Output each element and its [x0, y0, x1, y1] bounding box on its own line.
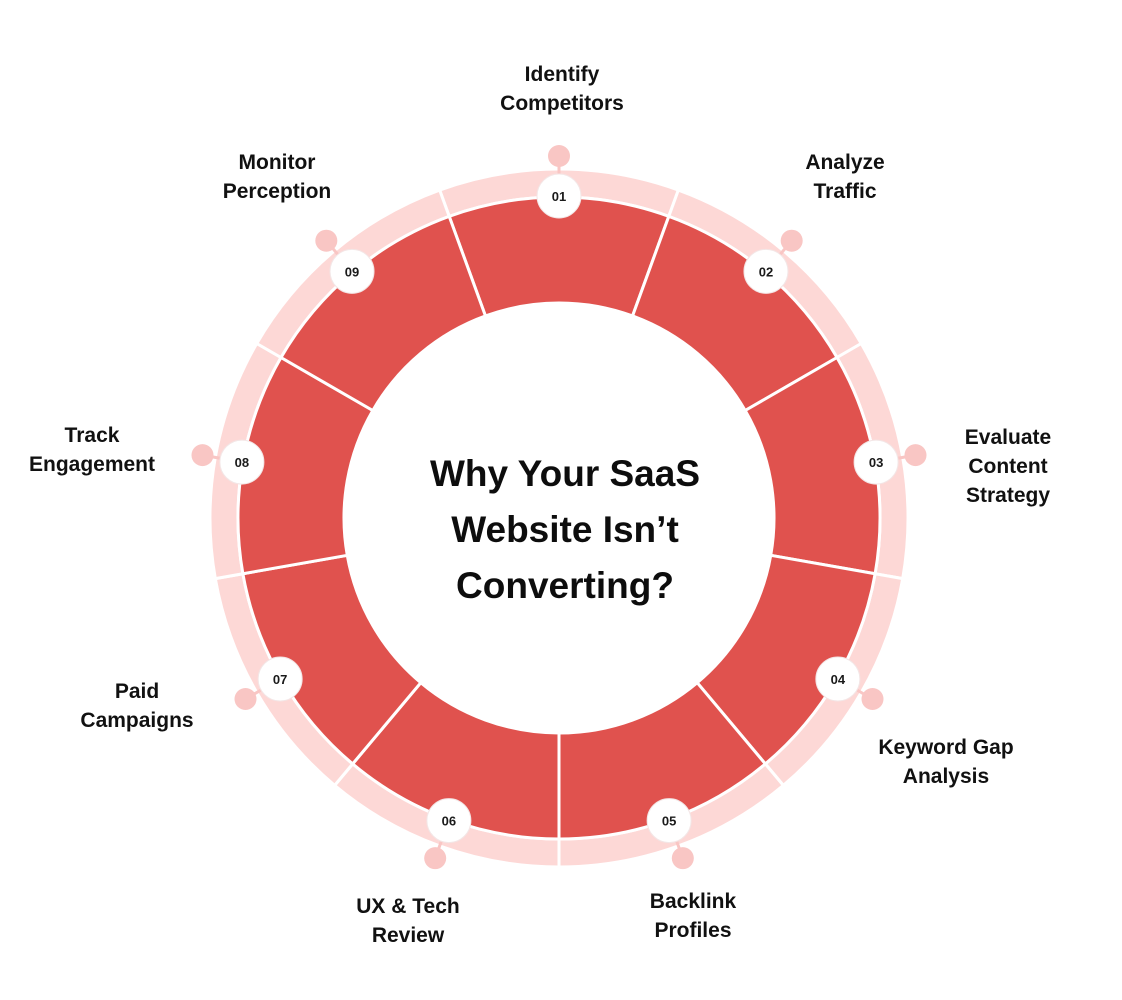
- step-badge-05: [646, 798, 692, 844]
- connector-dot-04: [861, 688, 884, 710]
- connector-dot-03: [904, 444, 927, 467]
- step-label-line: Review: [371, 924, 445, 947]
- step-label-line: Analysis: [902, 765, 990, 788]
- connector-dot-06: [424, 847, 447, 870]
- step-badge-09: [329, 248, 375, 294]
- connectors: [191, 145, 927, 870]
- connector-dot-05: [671, 847, 694, 870]
- step-label-line: Content: [968, 455, 1048, 478]
- connector-dot-01: [548, 145, 570, 167]
- step-number-08: 08: [235, 455, 249, 470]
- step-label-line: Strategy: [965, 484, 1051, 507]
- title-line-2: Website Isn’t: [451, 509, 679, 550]
- step-number-06: 06: [442, 814, 456, 829]
- step-label-line: Analyze: [805, 151, 885, 174]
- step-badge-06: [426, 798, 472, 844]
- center-circle: [344, 303, 774, 733]
- step-number-02: 02: [759, 264, 773, 279]
- connector-dot-02: [780, 229, 803, 252]
- step-label-line: Engagement: [28, 453, 156, 476]
- step-label-line: UX & Tech: [356, 895, 460, 918]
- diagram-title: Why Your SaaS Website Isn’t Converting?: [360, 446, 770, 614]
- step-number-03: 03: [869, 455, 883, 470]
- step-badges: 01 02 03 04 05 06 07 08 09: [219, 173, 899, 844]
- connector-dot-07: [234, 688, 257, 710]
- connector-dot-09: [315, 229, 338, 252]
- step-label-line: Perception: [222, 180, 332, 203]
- step-number-05: 05: [662, 814, 676, 829]
- title-line-3: Converting?: [456, 565, 674, 606]
- step-badge-02: [743, 248, 789, 294]
- step-label-line: Identify: [524, 63, 600, 86]
- step-badge-01: [536, 173, 582, 219]
- step-label-line: Profiles: [654, 919, 732, 942]
- title-line-1: Why Your SaaS: [429, 453, 701, 494]
- segment-ring: [236, 195, 882, 841]
- step-number-01: 01: [552, 189, 566, 204]
- step-label-line: Traffic: [813, 180, 877, 203]
- step-label-line: Monitor: [238, 151, 316, 174]
- step-label-line: Backlink: [649, 890, 737, 913]
- step-label-line: Evaluate: [964, 426, 1052, 449]
- step-label-line: Paid: [114, 680, 160, 703]
- connector-dot-08: [191, 444, 214, 467]
- step-number-07: 07: [273, 672, 287, 687]
- step-number-04: 04: [831, 672, 846, 687]
- step-badge-04: [815, 656, 861, 702]
- step-label-line: Keyword Gap: [878, 736, 1014, 759]
- step-label-line: Competitors: [500, 92, 624, 115]
- step-badge-03: [853, 439, 899, 485]
- step-badge-07: [257, 656, 303, 702]
- step-label-line: Campaigns: [80, 709, 194, 732]
- step-badge-08: [219, 439, 265, 485]
- step-number-09: 09: [345, 264, 359, 279]
- step-label-line: Track: [64, 424, 120, 447]
